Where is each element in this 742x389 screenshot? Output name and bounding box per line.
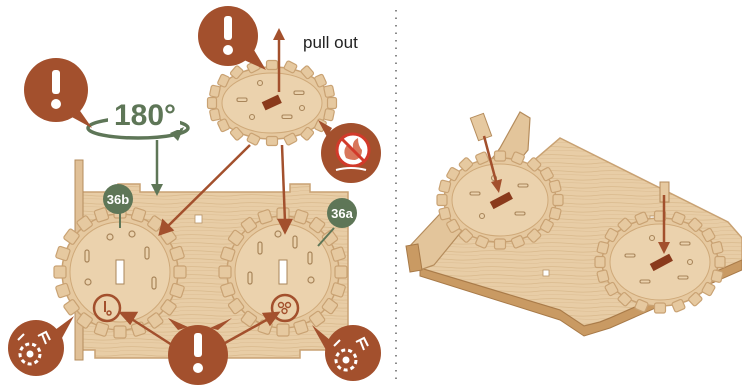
gear-tooth: [549, 180, 561, 193]
gear-tooth: [267, 137, 278, 146]
gear-tooth: [219, 266, 231, 278]
gear-tooth: [549, 207, 561, 220]
gear-tooth: [267, 61, 278, 70]
gear-tooth: [711, 241, 723, 254]
gear-tooth: [553, 195, 563, 206]
gear-tooth: [277, 324, 289, 336]
exclamation-icon: [198, 6, 266, 70]
pull-out-label: pull out: [303, 33, 358, 52]
gear-tooth: [335, 266, 347, 278]
gear-tooth: [495, 239, 506, 249]
gear-tooth: [114, 326, 126, 338]
no-fire-icon: [318, 120, 381, 183]
gear-tooth: [174, 266, 186, 278]
gear-tooth: [328, 98, 337, 109]
gear-tooth: [324, 85, 335, 98]
gear-tooth: [54, 266, 66, 278]
gear-tooth: [208, 98, 217, 109]
badge-36b-label: 36b: [107, 192, 129, 207]
rotation-label: 180°: [114, 99, 176, 132]
gear-tooth: [277, 208, 289, 220]
gear-tooth: [715, 257, 725, 268]
gear-tooth: [597, 241, 609, 254]
gear-tooth: [439, 180, 451, 193]
gear-tooth: [209, 108, 220, 121]
gear-tooth: [711, 270, 723, 283]
gear-floating: [208, 60, 337, 145]
gear-tooth: [437, 195, 447, 206]
gear-tooth: [209, 85, 220, 98]
badge-36a-label: 36a: [331, 206, 353, 221]
gear-tooth: [655, 303, 666, 313]
rotate-180-icon: 180°: [88, 99, 188, 196]
left-panel: 180° 36b 36a: [8, 6, 381, 385]
gear-tooth: [495, 151, 506, 161]
gear-tool-icon: [8, 316, 74, 376]
gear-tooth: [439, 207, 451, 220]
exclamation-icon: [24, 58, 92, 128]
gear-tooth: [597, 270, 609, 283]
gear-tooth: [595, 257, 605, 268]
gear-tooth: [324, 108, 335, 121]
right-panel: [406, 112, 742, 336]
